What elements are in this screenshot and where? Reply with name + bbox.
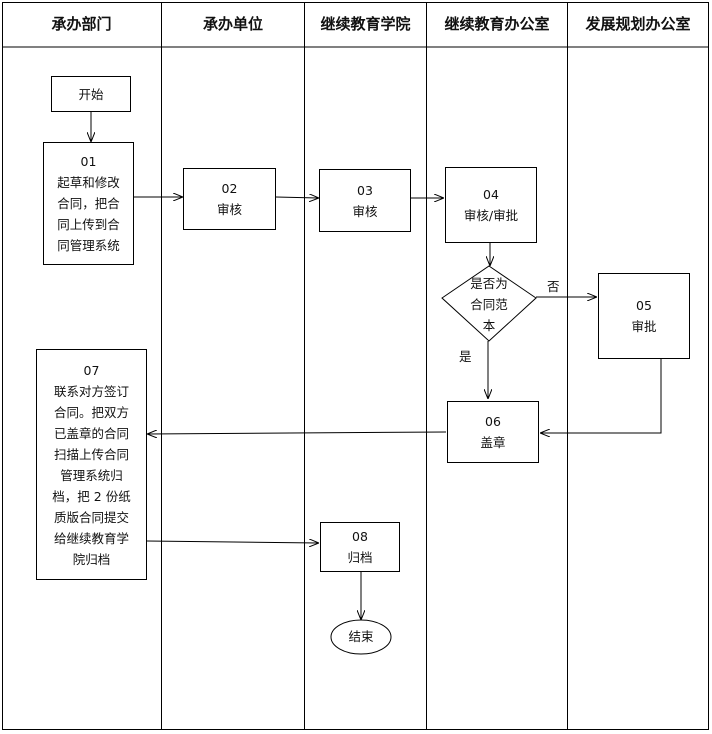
node-05-number: 05: [636, 298, 652, 313]
lane-header-fazhan-guihua-bangongshi: 发展规划办公室: [585, 14, 691, 33]
node-01: 01 起草和修改 合同，把合 同上传到合 同管理系统: [43, 142, 134, 265]
lane-header-chengban-danwei: 承办单位: [202, 14, 263, 33]
node-07: 07 联系对方签订 合同。把双方 已盖章的合同 扫描上传合同 管理系统归 档，把…: [36, 349, 147, 580]
node-07-text: 已盖章的合同: [53, 425, 129, 441]
node-03: 03 审核: [319, 169, 411, 232]
node-end-label: 结束: [348, 629, 374, 644]
arrow-07-08: [146, 541, 318, 543]
node-07-text: 扫描上传合同: [53, 446, 129, 462]
node-07-number: 07: [83, 362, 100, 378]
node-start-label: 开始: [78, 86, 104, 102]
node-05-text: 审批: [631, 319, 657, 334]
node-02: 02 审核: [183, 168, 276, 230]
arrow-05-06: [541, 359, 662, 433]
node-02-number: 02: [221, 181, 238, 196]
node-07-text: 联系对方签订: [53, 383, 129, 399]
decision-text-line: 本: [482, 318, 496, 333]
label-no: 否: [547, 279, 560, 294]
node-06: 06 盖章: [447, 401, 539, 463]
label-yes: 是: [459, 349, 472, 364]
node-08-number: 08: [352, 529, 368, 544]
node-01-text: 合同，把合: [57, 196, 120, 211]
node-01-number: 01: [80, 154, 97, 169]
lane-header-jixu-jiaoyu-xueyuan: 继续教育学院: [320, 14, 411, 33]
node-04-number: 04: [483, 187, 499, 202]
node-07-text: 管理系统归: [60, 467, 123, 483]
node-05: 05 审批: [598, 273, 690, 359]
node-02-text: 审核: [216, 202, 242, 217]
node-06-number: 06: [485, 414, 501, 429]
decision-diamond: [441, 265, 537, 342]
node-08: 08 归档: [320, 522, 400, 572]
node-04-text: 审核/审批: [463, 208, 519, 223]
node-01-text: 同上传到合: [57, 217, 120, 232]
node-07-text: 院归档: [72, 551, 111, 567]
node-07-text: 档，把 2 份纸: [52, 488, 131, 504]
lane-header-chengban-bumen: 承办部门: [51, 14, 112, 33]
node-03-text: 审核: [352, 203, 378, 219]
node-start: 开始: [51, 76, 131, 112]
node-04: 04 审核/审批: [445, 167, 537, 243]
end-ellipse: [330, 619, 392, 655]
node-01-text: 同管理系统: [57, 238, 120, 253]
arrow-02-03: [275, 197, 318, 198]
node-01-text: 起草和修改: [57, 175, 120, 190]
node-03-number: 03: [357, 182, 373, 198]
node-06-text: 盖章: [480, 435, 506, 450]
arrow-06-07: [148, 432, 447, 434]
decision-text-line: 合同范: [470, 297, 508, 312]
lane-header-jixu-jiaoyu-bangongshi: 继续教育办公室: [444, 14, 550, 33]
node-07-text: 合同。把双方: [53, 404, 129, 420]
node-07-text: 质版合同提交: [53, 509, 129, 525]
decision-text-line: 是否为: [470, 276, 508, 291]
decision-text: 是否为 合同范 本: [456, 273, 522, 336]
node-07-text: 给继续教育学: [53, 530, 129, 546]
node-08-text: 归档: [347, 550, 373, 565]
